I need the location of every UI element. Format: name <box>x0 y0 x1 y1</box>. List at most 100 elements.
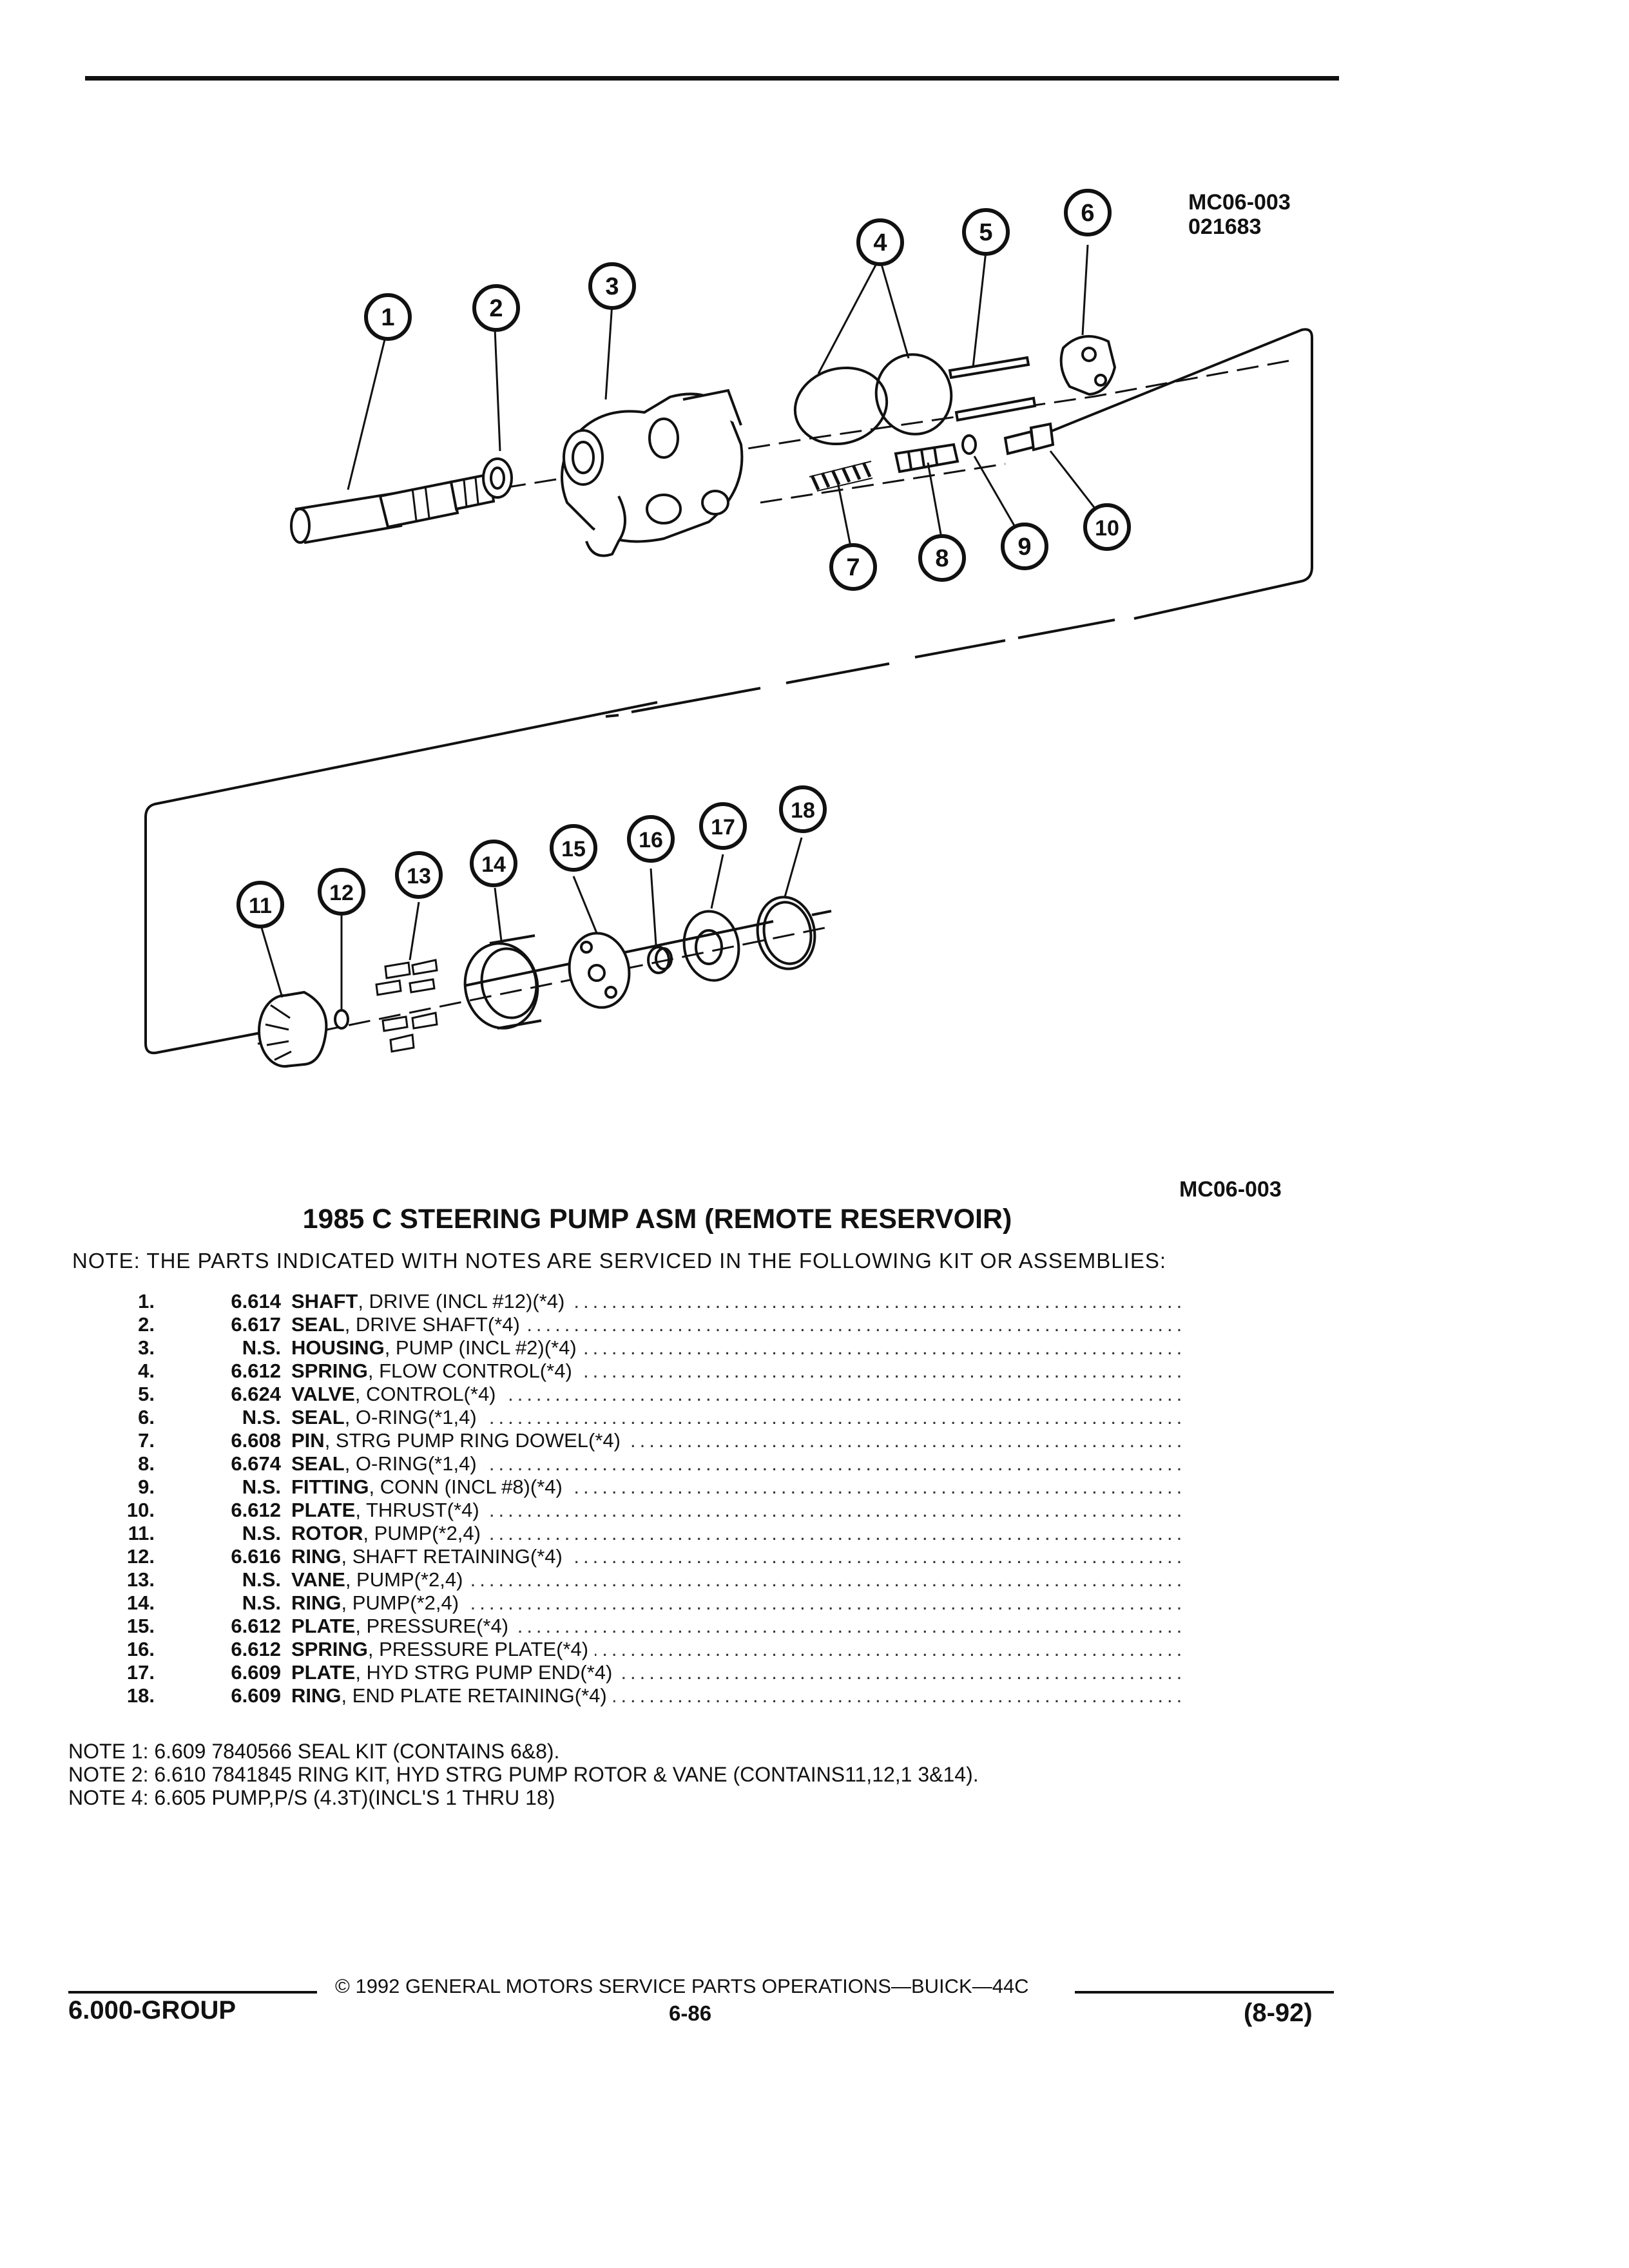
part-detail: , FLOW CONTROL(*4) <box>367 1360 572 1382</box>
group-code: N.S. <box>242 1591 281 1614</box>
part-detail: , PUMP(*2,4) <box>345 1568 463 1591</box>
callout-6: 6 <box>1064 189 1112 236</box>
part-name: SEAL <box>291 1313 345 1336</box>
item-number: 7. <box>138 1429 155 1452</box>
callout-label: 8 <box>935 545 949 572</box>
part-description: VANE, PUMP(*2,4) <box>291 1568 470 1591</box>
callout-label: 10 <box>1095 516 1119 541</box>
part-description: HOUSING, PUMP (INCL #2)(*4) <box>291 1336 583 1360</box>
part-name: VANE <box>291 1568 345 1591</box>
connector-fitting-part-9 <box>1003 422 1055 456</box>
item-number: 8. <box>138 1452 155 1475</box>
control-valve-part-5 <box>894 443 959 474</box>
table-row: 8.6.674.................................… <box>90 1452 1186 1475</box>
pressure-plate-part-15 <box>568 932 631 1009</box>
part-description: SEAL, DRIVE SHAFT(*4) <box>291 1313 526 1336</box>
callout-18: 18 <box>779 785 827 833</box>
callout-12: 12 <box>318 868 365 916</box>
part-name: PIN <box>291 1429 325 1452</box>
parts-list: 1.6.614.................................… <box>90 1290 1186 1707</box>
part-name: PLATE <box>291 1499 356 1521</box>
item-number: 6. <box>138 1406 155 1428</box>
flow-control-spring-part-4 <box>809 461 873 492</box>
part-name: SHAFT <box>291 1290 358 1312</box>
part-description: SPRING, PRESSURE PLATE(*4) <box>291 1638 595 1661</box>
drive-shaft-part-1 <box>290 472 496 544</box>
table-row: 4.6.612.................................… <box>90 1360 1186 1383</box>
footer-revision-date: (8-92) <box>1244 1999 1313 2027</box>
part-description: VALVE, CONTROL(*4) <box>291 1383 503 1406</box>
item-number: 10. <box>126 1499 155 1521</box>
callout-1: 1 <box>364 293 412 341</box>
part-detail: , PUMP(*2,4) <box>341 1591 459 1614</box>
pump-vanes-part-13 <box>375 959 438 1053</box>
item-number: 16. <box>126 1638 155 1660</box>
part-detail: , STRG PUMP RING DOWEL(*4) <box>324 1429 621 1452</box>
part-name: SEAL <box>291 1406 345 1428</box>
callout-8: 8 <box>918 534 966 582</box>
item-number: 4. <box>138 1360 155 1382</box>
note-line: NOTE 2: 6.610 7841845 RING KIT, HYD STRG… <box>68 1763 979 1786</box>
part-description: SHAFT, DRIVE (INCL #12)(*4) <box>291 1290 572 1313</box>
part-name: PLATE <box>291 1615 356 1637</box>
callout-9: 9 <box>1001 523 1048 570</box>
part-description: PLATE, PRESSURE(*4) <box>291 1615 516 1638</box>
callout-label: 9 <box>1017 533 1031 561</box>
callout-label: 16 <box>639 828 663 852</box>
diagram-caption-code: MC06-003 <box>1179 1177 1282 1202</box>
callout-label: 1 <box>381 304 394 331</box>
table-row: 17.6.609................................… <box>90 1661 1186 1684</box>
group-code: N.S. <box>242 1522 281 1544</box>
group-code: N.S. <box>242 1336 281 1359</box>
callout-label: 2 <box>489 295 503 322</box>
callout-10: 10 <box>1083 503 1131 551</box>
group-code: 6.612 <box>231 1360 281 1382</box>
diagram-sub-code: 021683 <box>1188 215 1262 239</box>
callout-14: 14 <box>470 840 517 887</box>
part-description: PIN, STRG PUMP RING DOWEL(*4) <box>291 1429 627 1452</box>
callout-17: 17 <box>699 802 747 850</box>
callout-label: 18 <box>791 798 815 823</box>
item-number: 1. <box>138 1290 155 1312</box>
callout-label: 6 <box>1081 200 1094 227</box>
seal-part-2 <box>482 457 513 499</box>
part-detail: , CONN (INCL #8)(*4) <box>369 1475 563 1498</box>
callout-label: 5 <box>979 219 992 246</box>
part-detail: , PRESSURE PLATE(*4) <box>367 1638 589 1660</box>
table-row: 11.N.S..................................… <box>90 1522 1186 1545</box>
table-row: 7.6.608.................................… <box>90 1429 1186 1452</box>
group-code: N.S. <box>242 1568 281 1591</box>
group-code: 6.612 <box>231 1499 281 1521</box>
diagram-code: MC06-003 <box>1188 190 1291 215</box>
callout-3: 3 <box>588 262 636 310</box>
part-detail: , DRIVE (INCL #12)(*4) <box>358 1290 565 1312</box>
part-description: RING, END PLATE RETAINING(*4) <box>291 1684 613 1707</box>
callout-13: 13 <box>395 851 443 899</box>
item-number: 17. <box>126 1661 155 1684</box>
callout-16: 16 <box>627 815 675 863</box>
footer-copyright: © 1992 GENERAL MOTORS SERVICE PARTS OPER… <box>335 1975 1029 1997</box>
callout-label: 17 <box>711 815 735 840</box>
part-description: FITTING, CONN (INCL #8)(*4) <box>291 1475 569 1499</box>
table-row: 13.N.S..................................… <box>90 1568 1186 1591</box>
table-row: 2.6.617.................................… <box>90 1313 1186 1336</box>
table-row: 10.6.612................................… <box>90 1499 1186 1522</box>
table-row: 18.6.609................................… <box>90 1684 1186 1707</box>
part-name: SPRING <box>291 1360 368 1382</box>
group-code: N.S. <box>242 1475 281 1498</box>
part-name: PLATE <box>291 1661 356 1684</box>
callout-5: 5 <box>962 208 1010 256</box>
item-number: 5. <box>138 1383 155 1405</box>
group-code: 6.609 <box>231 1661 281 1684</box>
part-detail: , DRIVE SHAFT(*4) <box>344 1313 520 1336</box>
callout-label: 15 <box>561 837 586 861</box>
end-plate-retaining-ring-part-18 <box>756 896 816 970</box>
part-description: SEAL, O-RING(*1,4) <box>291 1452 483 1475</box>
table-row: 14.N.S..................................… <box>90 1591 1186 1615</box>
table-row: 15.6.612................................… <box>90 1615 1186 1638</box>
part-detail: , END PLATE RETAINING(*4) <box>341 1684 607 1707</box>
part-name: SEAL <box>291 1452 345 1475</box>
footer-page-number: 6-86 <box>669 2001 712 2025</box>
callout-15: 15 <box>550 824 597 872</box>
